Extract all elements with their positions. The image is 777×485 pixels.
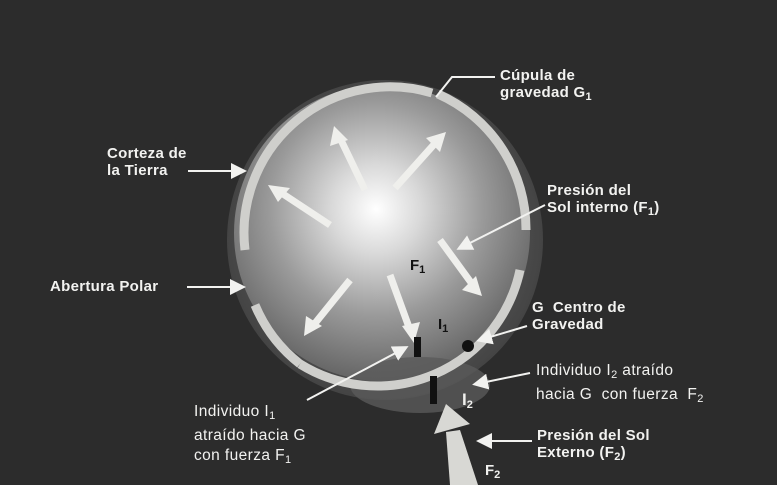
label-cupula-line2: gravedad G [500,84,586,101]
label-presion-interno: Presión del Sol interno (F1) [547,182,660,221]
mark-f2: F2 [485,462,500,481]
mark-i2-sub: 2 [467,399,473,411]
label-individuo1: Individuo I1 atraído hacia G con fuerza … [194,402,306,470]
gravity-center-dot [462,340,474,352]
label-presion-interno-line2: Sol interno (F [547,199,648,216]
mark-i2: I2 [462,390,473,411]
label-cupula-line1: Cúpula de [500,67,592,84]
label-individuo1-l2: atraído hacia G [194,426,306,446]
mark-i1-sub: 1 [442,323,448,335]
label-individuo2: Individuo I 2 atraído hacia G con fuerza … [536,361,704,409]
label-presion-externo-l2a: Externo (F [537,444,614,461]
label-centro-line1: G Centro de [532,299,626,316]
mark-f1-sub: 1 [419,264,425,276]
label-presion-externo-line1: Presión del Sol [537,427,650,444]
label-individuo2-l1b: atraído [618,362,674,379]
label-individuo1-l1a: Individuo I [194,403,269,420]
label-individuo1-sub1: 1 [269,410,276,422]
mark-f2-letter: F [485,462,494,479]
label-presion-externo: Presión del Sol Externo (F2) [537,427,650,466]
label-individuo2-l1a: Individuo I [536,362,611,379]
mark-f2-sub: 2 [494,469,500,481]
label-centro-line2: Gravedad [532,316,626,333]
label-corteza-line2: la Tierra [107,162,187,179]
label-presion-externo-l2b: ) [621,444,626,461]
label-presion-interno-line1: Presión del [547,182,660,199]
label-corteza: Corteza de la Tierra [107,145,187,179]
label-individuo2-l2a: hacia G con fuerza F [536,386,697,403]
mark-f1: F1 [410,257,425,276]
label-individuo1-sub3: 1 [285,454,292,466]
label-cupula: Cúpula de gravedad G1 [500,67,592,106]
label-individuo1-l3a: con fuerza F [194,447,285,464]
mark-f1-letter: F [410,257,419,274]
label-centro-gravedad: G Centro de Gravedad [532,299,626,333]
label-abertura-polar: Abertura Polar [50,278,158,295]
label-corteza-line1: Corteza de [107,145,187,162]
label-presion-interno-tail: ) [654,199,659,216]
label-abertura-line1: Abertura Polar [50,278,158,295]
label-individuo2-sub2: 2 [697,393,704,405]
label-cupula-sub: 1 [586,91,592,103]
mark-i1: I1 [438,316,448,335]
